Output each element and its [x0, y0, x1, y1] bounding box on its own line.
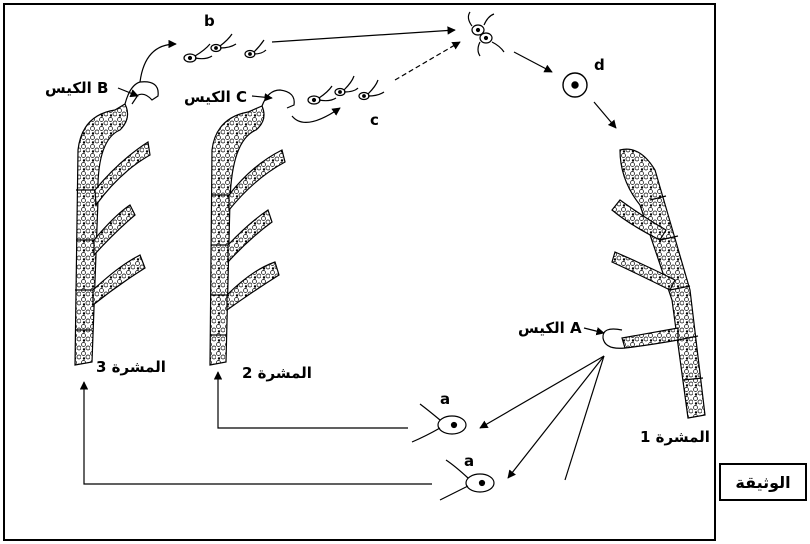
letter-c: c [370, 111, 379, 129]
fusing-gametes [467, 11, 505, 57]
zoospore-a-upper [411, 403, 467, 443]
document-label: الوثيقة [735, 472, 791, 492]
sac-b-label: الكيس B [45, 79, 108, 97]
letter-a-lower: a [464, 452, 474, 470]
diagram-frame [3, 3, 716, 541]
letter-b: b [204, 12, 215, 30]
cycle-arrows [79, 26, 617, 485]
filament-2 [209, 89, 295, 366]
filament-3-label: المشرة 3 [96, 358, 166, 376]
zoospores-c [307, 75, 385, 105]
letter-a-upper: a [440, 390, 450, 408]
zoospores-b [183, 33, 267, 63]
sac-c-label: الكيس C [184, 88, 247, 106]
filament-1 [602, 148, 706, 419]
sac-a-label: الكيس A [518, 319, 582, 337]
zoospore-a-lower [439, 459, 495, 501]
filament-2-label: المشرة 2 [242, 364, 312, 382]
zygote-d [562, 72, 588, 98]
document-label-box: الوثيقة [719, 463, 807, 501]
letter-d: d [594, 56, 605, 74]
filament-1-label: المشرة 1 [640, 428, 710, 446]
filament-3 [74, 81, 159, 366]
